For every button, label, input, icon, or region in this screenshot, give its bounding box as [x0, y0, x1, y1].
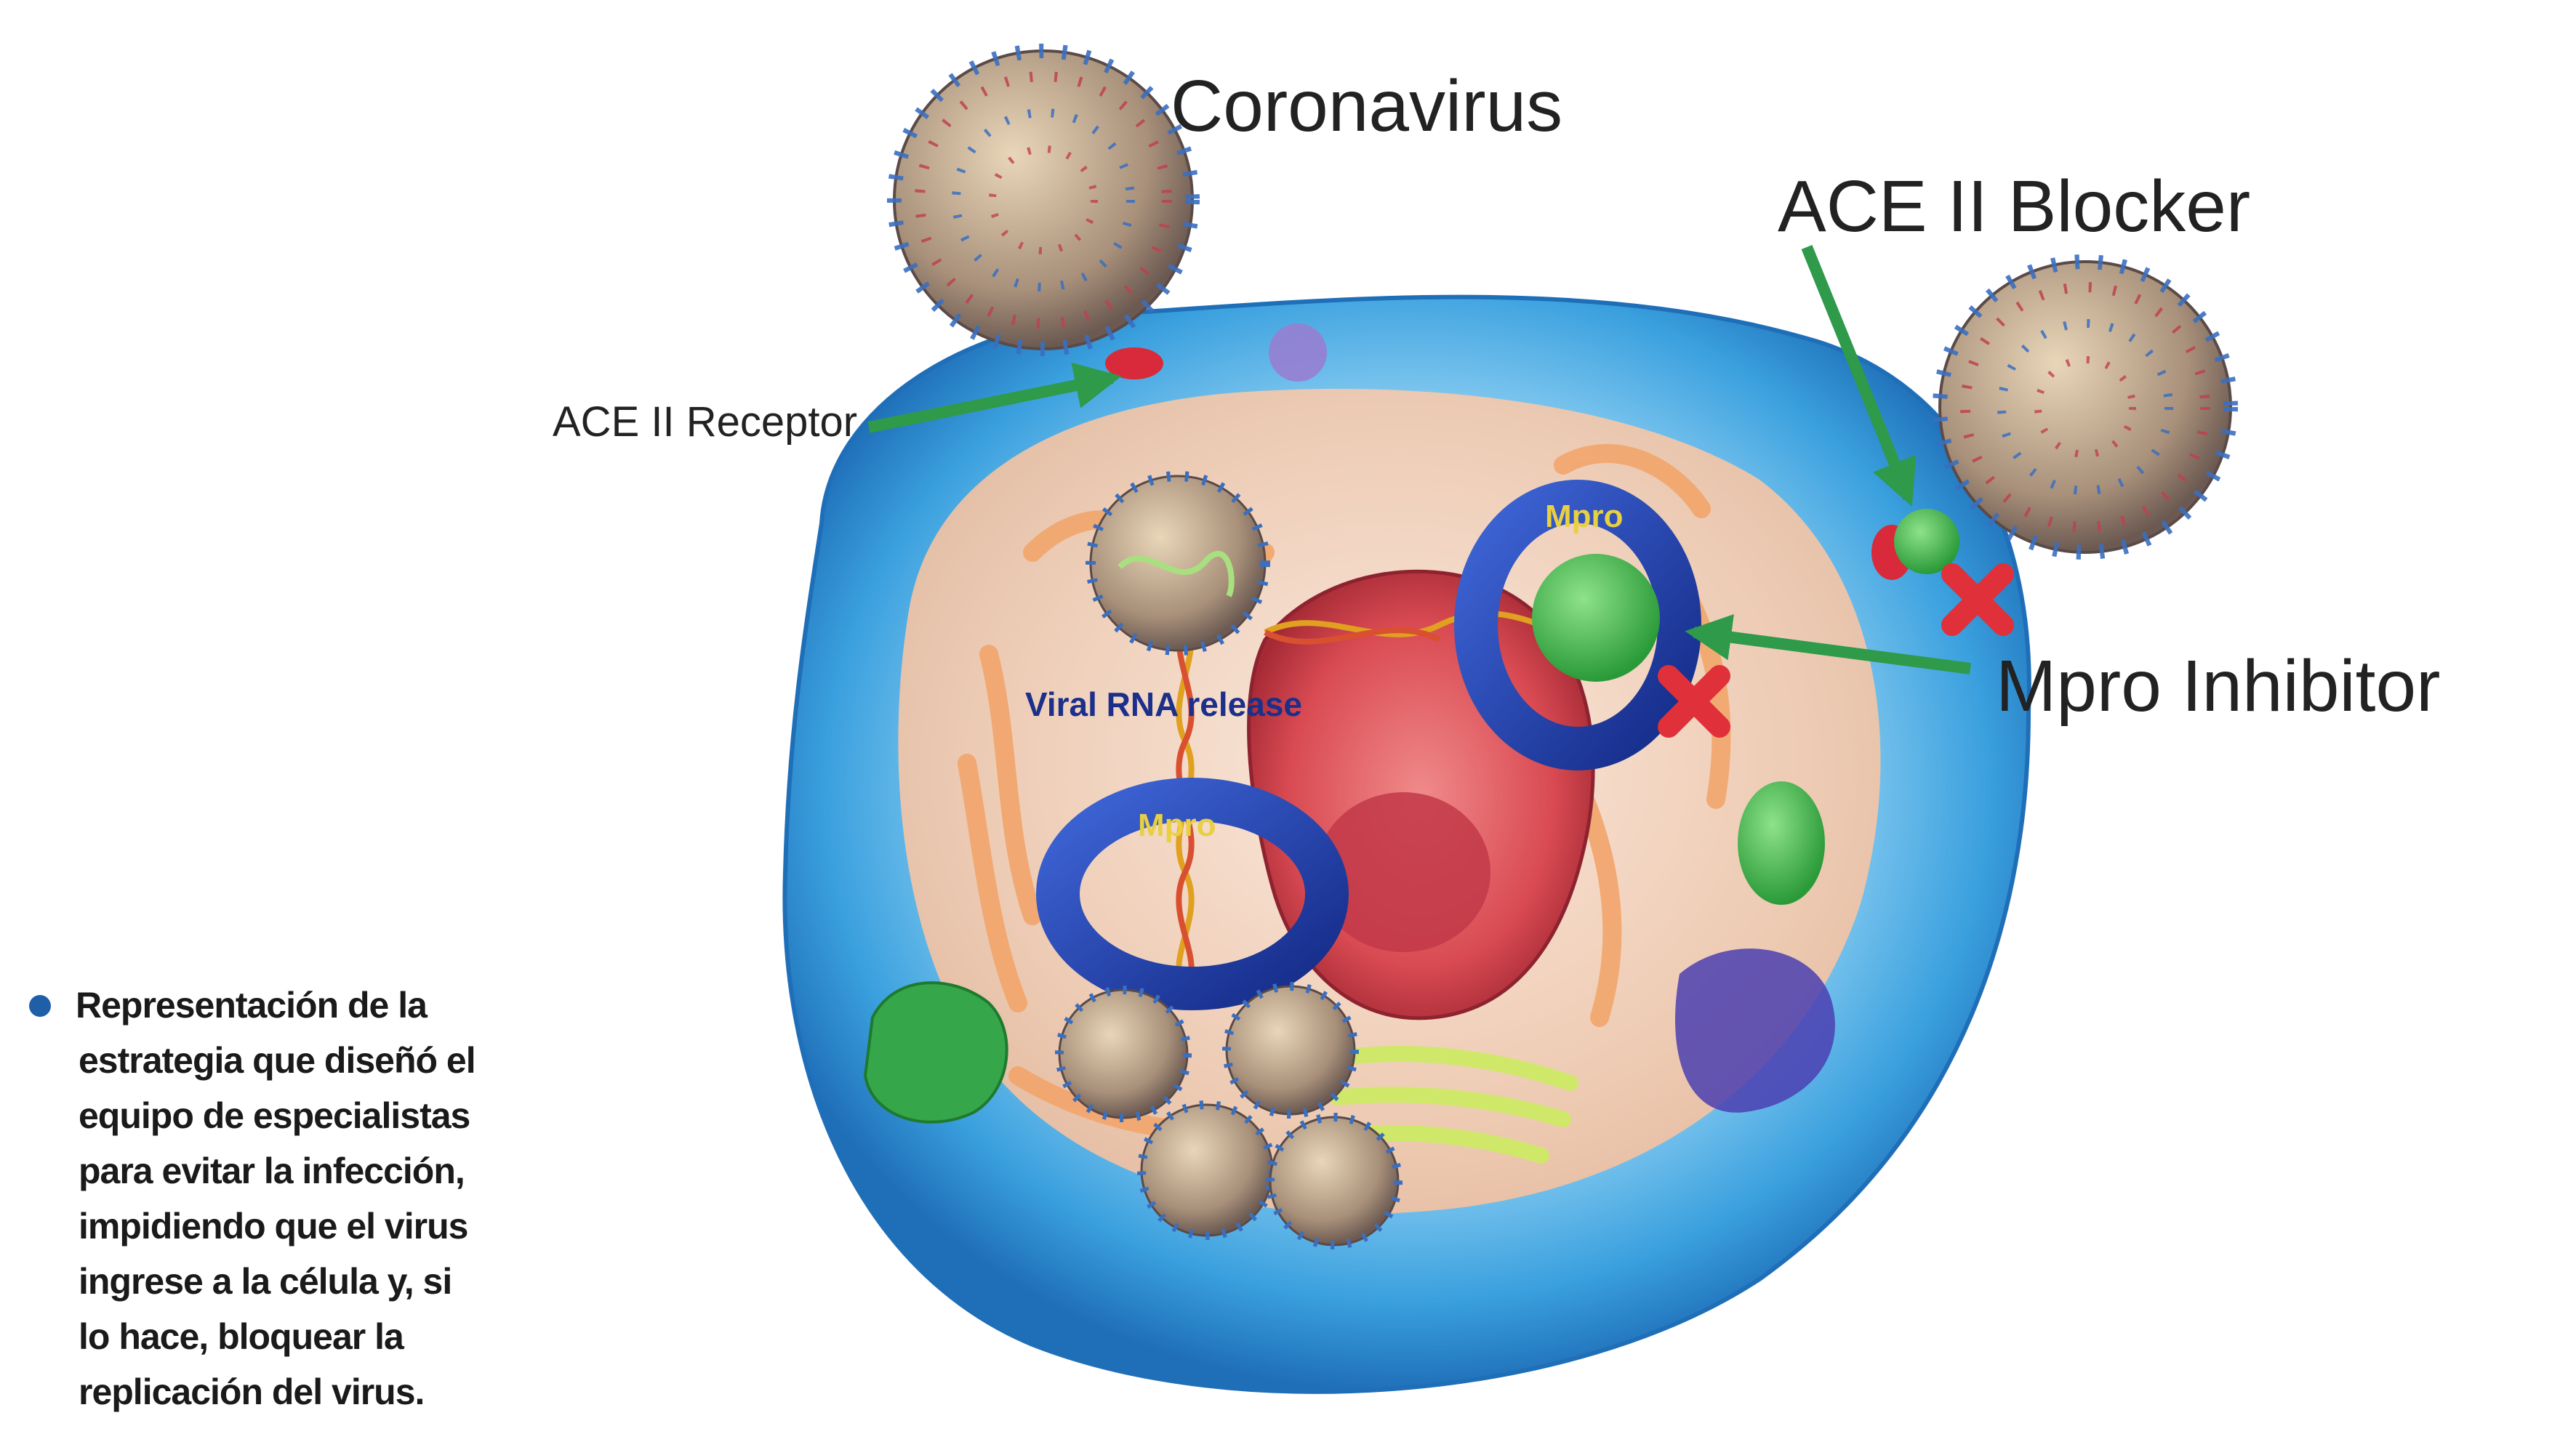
arrow-mpro-inhibitor — [1685, 613, 1972, 674]
arrow-ace-blocker — [1801, 244, 1917, 507]
label-mpro-inhibitor: Mpro Inhibitor — [1996, 645, 2440, 727]
virus-replicated-group — [1055, 982, 1403, 1249]
virus-coronavirus-top — [887, 44, 1200, 356]
caption-line: lo hace, bloquear la — [79, 1316, 404, 1357]
label-mpro-center: Mpro — [1138, 807, 1216, 843]
label-ace-blocker: ACE II Blocker — [1778, 166, 2250, 247]
label-mpro-top: Mpro — [1545, 499, 1624, 534]
caption-line: Representación de la — [76, 985, 428, 1026]
nucleolus — [1316, 792, 1490, 952]
caption-line: replicación del virus. — [79, 1372, 425, 1412]
virus-inside-cell — [1086, 471, 1270, 656]
mpro-ring-center — [1036, 778, 1349, 1010]
ace-blocker-molecule — [1894, 509, 1959, 574]
ace-receptor-top — [1105, 347, 1163, 379]
caption-bullet-icon — [29, 995, 51, 1017]
mpro-ring-top — [1454, 480, 1701, 770]
chloroplast-left — [863, 981, 1008, 1124]
label-viral-rna-release: Viral RNA release — [1025, 685, 1302, 723]
mitochondrion — [1738, 781, 1825, 905]
label-coronavirus: Coronavirus — [1171, 65, 1562, 147]
label-ace-receptor: ACE II Receptor — [553, 398, 857, 446]
caption-line: ingrese a la célula y, si — [79, 1261, 452, 1302]
vacuole — [1675, 948, 1835, 1113]
caption-line: equipo de especialistas — [79, 1095, 470, 1136]
virus-coronavirus-right — [1933, 254, 2238, 560]
caption-line: impidiendo que el virus — [79, 1206, 468, 1246]
lysosome — [1269, 323, 1327, 382]
mpro-inhibitor-bound — [1532, 554, 1660, 682]
caption-line: estrategia que diseñó el — [79, 1040, 476, 1081]
block-x-icon-center — [1658, 665, 1730, 738]
block-x-icon-right — [1941, 563, 2014, 636]
caption-line: para evitar la infección, — [79, 1151, 465, 1191]
arrow-ace-receptor — [867, 362, 1122, 433]
figure-caption: Representación de la estrategia que dise… — [29, 978, 553, 1419]
